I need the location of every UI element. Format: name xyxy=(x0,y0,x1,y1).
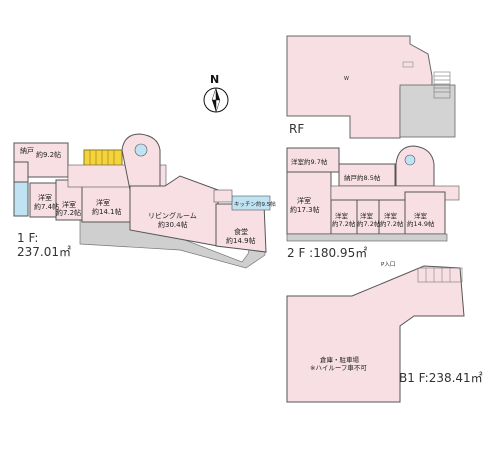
f2-storage-name: 納戸約8.5帖 xyxy=(344,173,381,182)
f1-kitchen xyxy=(231,195,271,211)
rf-plan: W xyxy=(286,35,456,139)
f2-room-17-3-name: 洋室 xyxy=(297,196,311,205)
f2-room-7-2-a-size: 約7.2帖 xyxy=(332,219,356,228)
b1-garage xyxy=(286,265,465,403)
f1-entry-tower xyxy=(121,133,161,191)
f1-storage-name: 納戸 xyxy=(20,146,34,155)
f2-room-17-3 xyxy=(286,171,332,235)
f2-room-9-7 xyxy=(286,147,340,173)
f2-tower xyxy=(395,145,435,187)
f1-dining-size: 約14.9帖 xyxy=(226,236,256,245)
f1-room-7-4-name: 洋室 xyxy=(38,193,52,202)
f2-plan xyxy=(286,145,460,242)
rf-label: RF xyxy=(289,122,305,136)
f1-label-line2: 237.01㎡ xyxy=(17,245,71,259)
compass-icon xyxy=(203,87,229,113)
b1-plan xyxy=(286,265,465,403)
f1-bath xyxy=(13,181,29,217)
f2-room-7-2-b-name: 洋室 xyxy=(360,211,374,220)
f2-room-17-3-size: 約17.3帖 xyxy=(290,205,320,214)
f1-living-size: 約30.4帖 xyxy=(158,220,188,229)
f2-room-14-9 xyxy=(404,191,446,235)
rf-roof-mark: W xyxy=(344,76,349,82)
b1-garage-line2: ※ハイルーフ車不可 xyxy=(310,363,367,372)
f1-room-7-2-name: 洋室 xyxy=(62,200,76,209)
f1-room-14-1-name: 洋室 xyxy=(96,198,110,207)
f1-label-line1: 1 F: xyxy=(17,231,39,245)
f2-room-7-2-c-name: 洋室 xyxy=(384,211,398,220)
f1-kitchen-label: キッチン約9.5帖 xyxy=(234,200,276,208)
f2-room-7-2-b-size: 約7.2帖 xyxy=(357,219,381,228)
f2-room-7-2-c-size: 約7.2帖 xyxy=(380,219,404,228)
f1-wash xyxy=(13,161,29,183)
b1-stair xyxy=(417,267,463,283)
f1-room-14-1-size: 約14.1帖 xyxy=(92,207,122,216)
b1-entrance-label: P入口 xyxy=(381,261,395,268)
f1-living-name: リビングルーム xyxy=(148,211,197,220)
f1-room-7-2-size: 約7.2帖 xyxy=(56,208,81,217)
f1-room-7-4-size: 約7.4帖 xyxy=(34,202,59,211)
f2-room-9-7-name: 洋室約9.7帖 xyxy=(291,157,328,166)
f2-room-14-9-size: 約14.9帖 xyxy=(407,219,435,228)
f2-room-7-2-c xyxy=(378,199,406,235)
f2-room-7-2-a-name: 洋室 xyxy=(335,211,349,220)
f2-balcony xyxy=(286,233,448,242)
f2-label: 2 F :180.95㎡ xyxy=(287,246,368,260)
b1-garage-line1: 倉庫・駐車場 xyxy=(320,355,360,364)
compass-north-label: N xyxy=(210,73,220,86)
f1-dining-name: 食堂 xyxy=(234,227,248,236)
f1-plan xyxy=(13,133,271,269)
f2-room-14-9-name: 洋室 xyxy=(414,211,428,220)
rf-terrace xyxy=(399,84,456,138)
b1-label: B1 F:238.41㎡ xyxy=(399,371,483,385)
f1-storage-size: 約9.2帖 xyxy=(36,150,61,159)
rf-stair xyxy=(433,71,451,99)
